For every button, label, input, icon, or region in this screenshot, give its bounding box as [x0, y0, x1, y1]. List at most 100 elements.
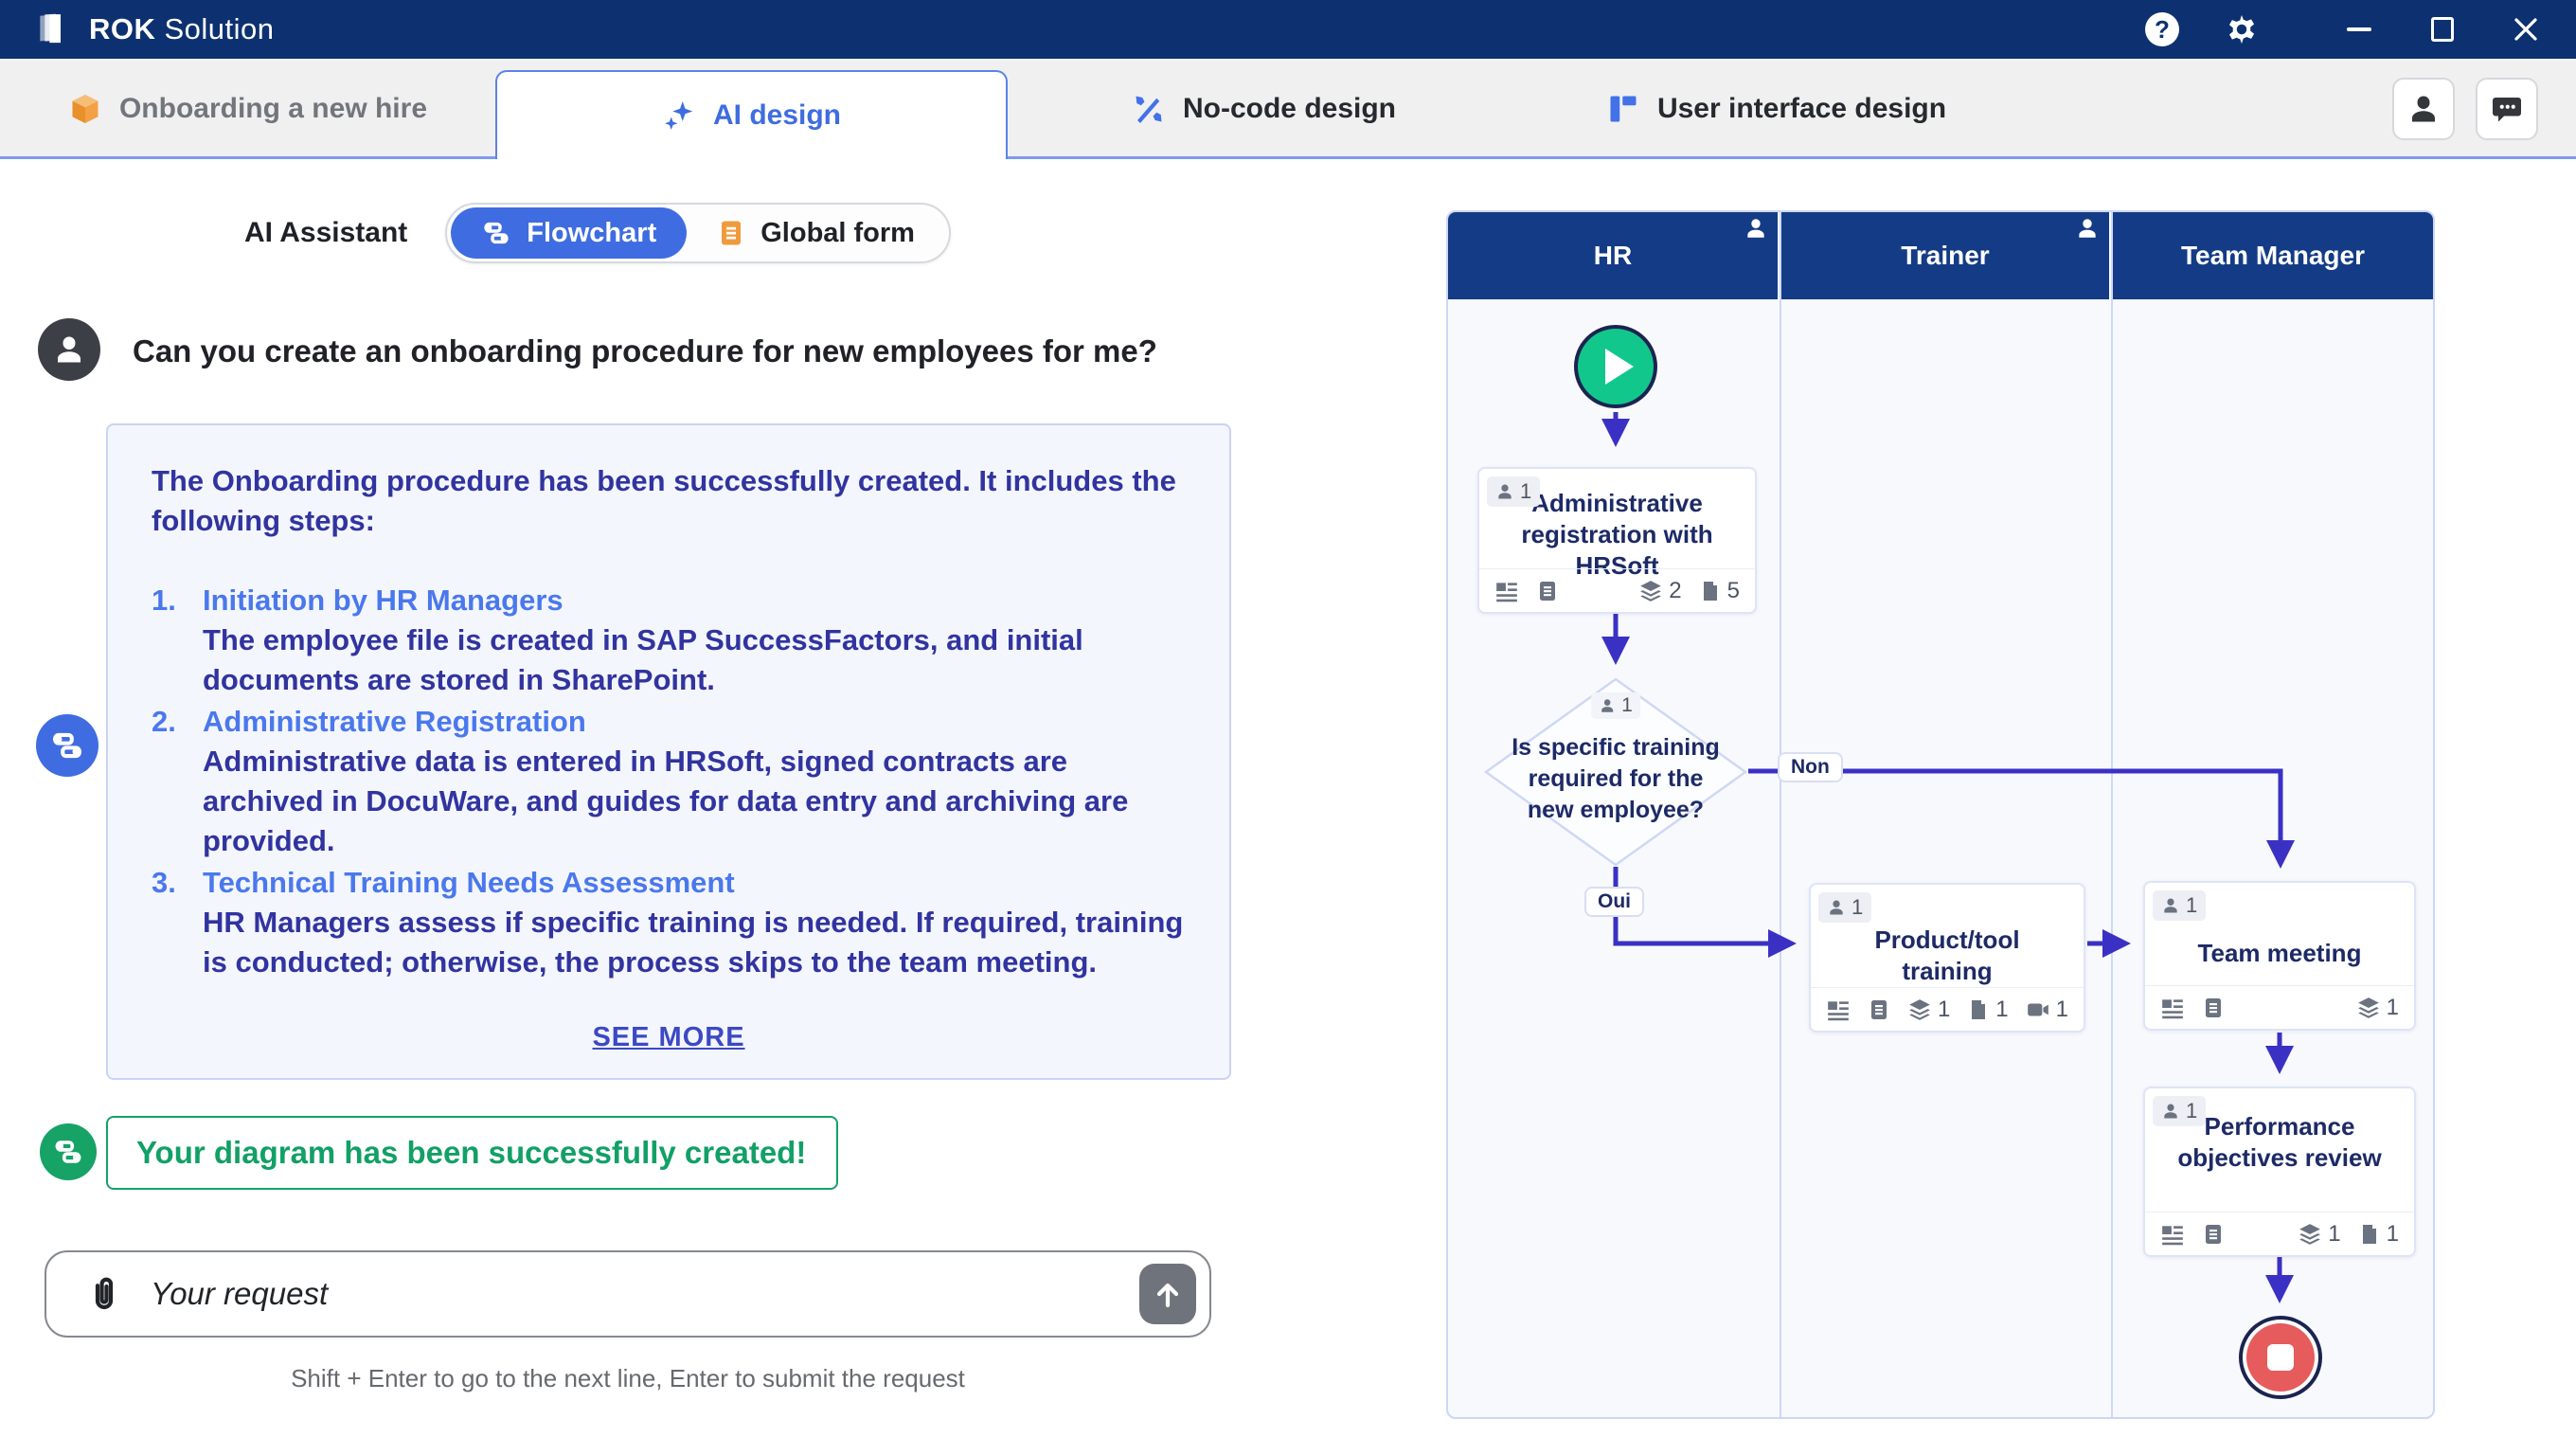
person-icon — [1827, 898, 1846, 917]
view-toggle: Flowchart Global form — [445, 203, 951, 263]
minimize-icon — [2347, 27, 2371, 31]
tab-label: No-code design — [1182, 93, 1396, 124]
minimize-button[interactable] — [2341, 11, 2377, 47]
node-performance-objectives-review[interactable]: 1 Performance objectives review 1 1 — [2143, 1087, 2416, 1257]
settings-button[interactable] — [2224, 11, 2260, 47]
workflow-icon — [49, 728, 85, 763]
document-icon — [2202, 997, 2225, 1019]
stop-icon — [2267, 1344, 2294, 1371]
node-attachments: 1 — [2145, 985, 2414, 1029]
input-hint: Shift + Enter to go to the next line, En… — [291, 1364, 965, 1392]
person-icon — [2161, 896, 2180, 915]
node-administrative-registration[interactable]: 1 Administrative registration with HRSof… — [1477, 467, 1757, 614]
close-icon — [2514, 18, 2537, 41]
see-more-link[interactable]: SEE MORE — [592, 1022, 745, 1052]
lane-header-trainer[interactable]: Trainer — [1781, 212, 2109, 299]
cube-icon — [68, 92, 102, 126]
assignee-badge: 1 — [1818, 892, 1872, 923]
lane-title: Trainer — [1901, 241, 1990, 270]
flowchart-toggle[interactable]: Flowchart — [451, 207, 688, 259]
document-icon — [2202, 1223, 2225, 1246]
paperclip-icon[interactable] — [84, 1274, 124, 1314]
layers-icon — [1907, 997, 1932, 1022]
response-intro: The Onboarding procedure has been succes… — [152, 464, 1176, 537]
step-title: Initiation by HR Managers — [203, 584, 564, 617]
app-brand: ROK Solution — [32, 10, 275, 48]
global-form-toggle-label: Global form — [760, 217, 915, 248]
global-form-toggle[interactable]: Global form — [687, 207, 945, 259]
tab-onboarding-a-new-hire[interactable]: Onboarding a new hire — [0, 59, 495, 159]
node-attachments: 2 5 — [1479, 568, 1755, 612]
step-body: The employee file is created in SAP Succ… — [203, 623, 1083, 696]
tab-ai-design[interactable]: AI design — [495, 70, 1008, 159]
tab-user-interface-design[interactable]: User interface design — [1520, 59, 2032, 159]
help-button[interactable]: ? — [2144, 11, 2180, 47]
close-button[interactable] — [2508, 11, 2544, 47]
assignee-badge: 1 — [2153, 890, 2207, 921]
gear-icon — [2225, 12, 2259, 46]
person-icon — [1599, 697, 1616, 714]
assignee-badge: 1 — [2153, 1096, 2207, 1126]
list-item: 3. Technical Training Needs Assessment H… — [152, 863, 1186, 982]
help-icon: ? — [2145, 12, 2179, 46]
node-title: Is specific training required for the ne… — [1512, 734, 1720, 823]
assignee-badge: 1 — [1591, 692, 1640, 719]
step-number: 1. — [152, 584, 176, 617]
maximize-icon — [2431, 17, 2454, 42]
article-icon — [1494, 579, 1519, 603]
node-attachments: 1 1 — [2145, 1212, 2414, 1255]
response-steps: 1. Initiation by HR Managers The employe… — [152, 581, 1186, 982]
layers-icon — [2356, 996, 2381, 1020]
step-title: Administrative Registration — [203, 705, 586, 738]
lane-user-icon — [1744, 216, 1768, 247]
lane-user-icon — [2075, 216, 2100, 247]
node-title: Administrative registration with HRSoft — [1521, 489, 1713, 580]
node-title: Team meeting — [2197, 939, 2362, 967]
chat-button[interactable] — [2476, 78, 2538, 140]
flowchart-icon — [481, 218, 511, 248]
ai-assistant-label: AI Assistant — [244, 217, 408, 248]
person-icon — [1495, 482, 1514, 501]
end-node[interactable] — [2239, 1316, 2322, 1399]
article-icon — [2160, 996, 2185, 1020]
flowchart-canvas[interactable]: HR Trainer Team Manager — [1446, 210, 2435, 1419]
user-profile-button[interactable] — [2392, 78, 2455, 140]
document-icon — [1868, 998, 1890, 1021]
assistant-message: The Onboarding procedure has been succes… — [106, 423, 1231, 1080]
tab-label: User interface design — [1656, 93, 1947, 124]
layers-icon — [2298, 1222, 2322, 1247]
start-node[interactable] — [1574, 325, 1657, 408]
tab-no-code-design[interactable]: No-code design — [1008, 59, 1520, 159]
file-icon — [2358, 1223, 2381, 1246]
node-team-meeting[interactable]: 1 Team meeting 1 — [2143, 881, 2416, 1031]
layers-icon — [1638, 579, 1663, 603]
play-icon — [1605, 349, 1634, 385]
assistant-bar: AI Assistant Flowchart Global form — [244, 203, 951, 263]
request-input-container — [45, 1250, 1211, 1338]
node-title: Performance objectives review — [2177, 1112, 2382, 1172]
node-attachments: 1 1 1 — [1811, 987, 2084, 1031]
user-avatar — [38, 318, 100, 381]
chat-bubble-icon — [2490, 92, 2524, 126]
form-icon — [717, 219, 745, 247]
layout-icon — [1606, 92, 1640, 126]
arrow-up-icon — [1151, 1277, 1185, 1311]
node-decision-training-required[interactable]: 1 Is specific training required for the … — [1483, 677, 1748, 867]
submit-request-button[interactable] — [1139, 1264, 1196, 1324]
lane-header-team-manager[interactable]: Team Manager — [2113, 212, 2433, 299]
maximize-button[interactable] — [2424, 11, 2460, 47]
workflow-icon — [52, 1136, 84, 1168]
tools-icon — [1132, 92, 1166, 126]
step-number: 2. — [152, 705, 176, 738]
user-message: Can you create an onboarding procedure f… — [133, 333, 1157, 368]
assignee-badge: 1 — [1487, 476, 1541, 507]
node-product-tool-training[interactable]: 1 Product/tool training 1 1 1 — [1809, 883, 2085, 1033]
lane-header-hr[interactable]: HR — [1448, 212, 1778, 299]
node-title: Product/tool training — [1874, 925, 2020, 985]
tab-label: AI design — [712, 99, 841, 131]
request-input[interactable] — [149, 1275, 1139, 1313]
sparkles-icon — [662, 99, 696, 133]
assistant-avatar — [36, 714, 98, 777]
list-item: 1. Initiation by HR Managers The employe… — [152, 581, 1186, 700]
